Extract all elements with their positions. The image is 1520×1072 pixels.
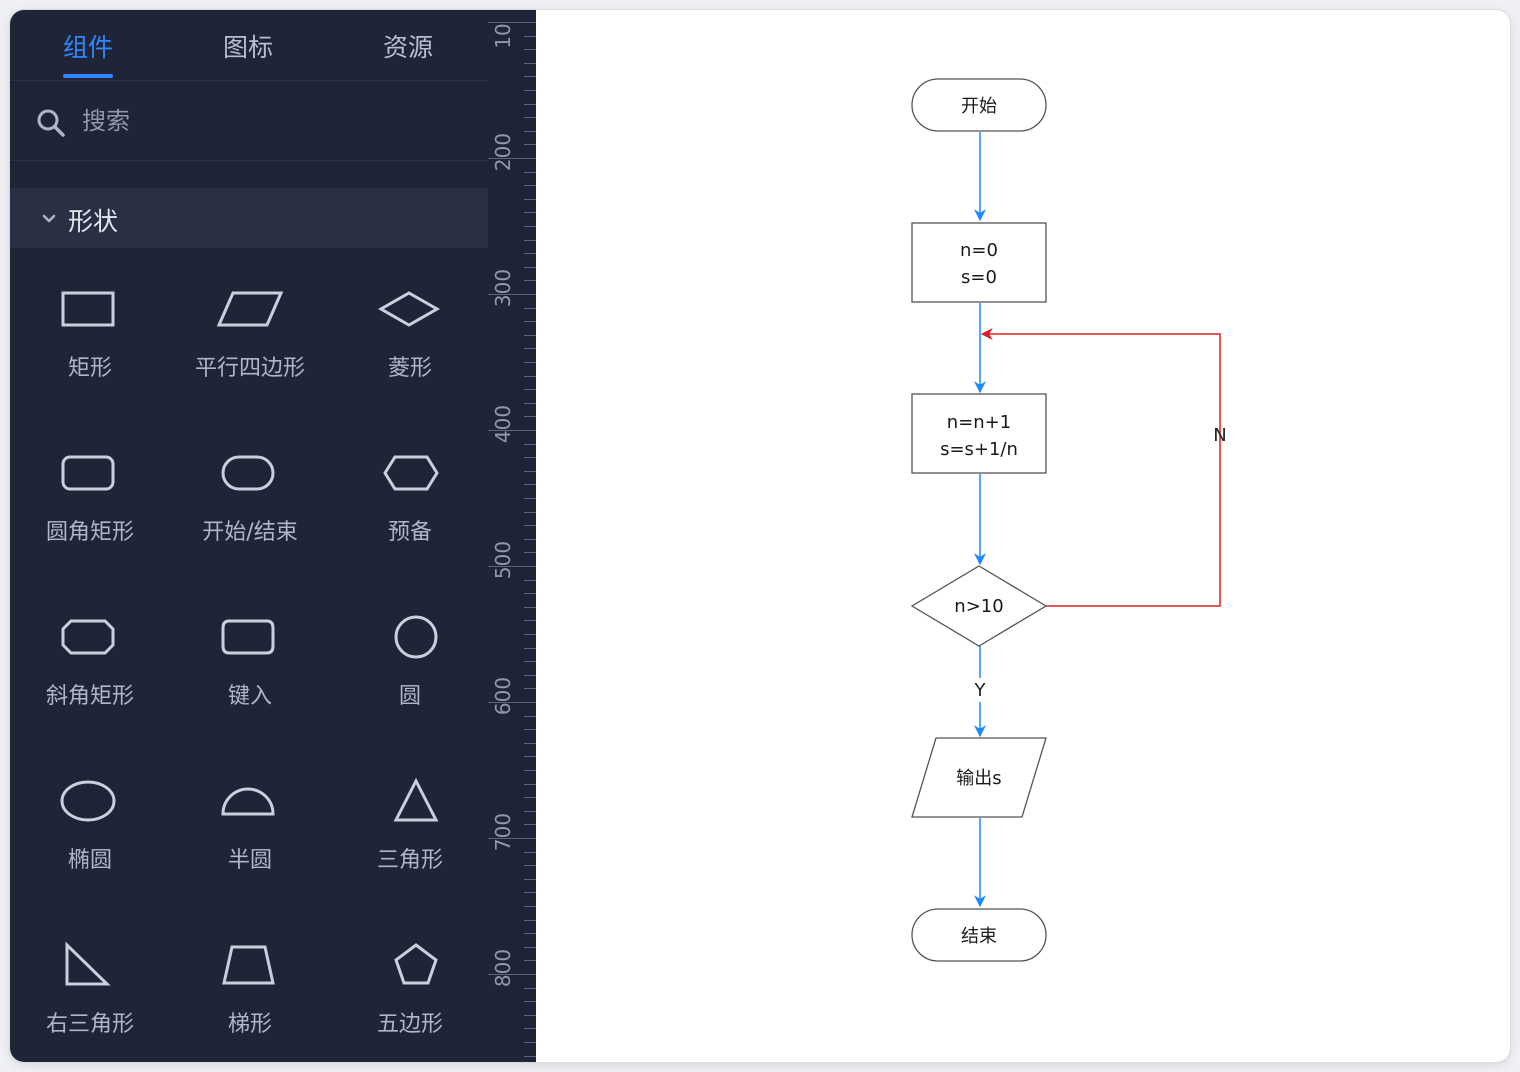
shape-rectangle[interactable]: 矩形	[10, 268, 170, 418]
parallelogram-icon	[216, 291, 284, 327]
node-end[interactable]	[911, 908, 1047, 962]
node-decision-text: n>10	[954, 596, 1003, 617]
terminator-icon	[221, 455, 275, 491]
node-output[interactable]	[911, 737, 1047, 818]
shape-label: 预备	[387, 520, 432, 545]
component-sidebar: 组件 图标 资源 形状 矩形	[10, 10, 488, 1062]
tab-icons[interactable]: 图标	[222, 33, 273, 62]
shape-manual-input[interactable]: 键入	[170, 596, 330, 746]
sidebar-tabs: 组件 图标 资源	[10, 10, 488, 81]
circle-icon	[394, 615, 438, 659]
shape-label: 椭圆	[67, 848, 112, 873]
section-title: 形状	[68, 207, 119, 236]
ellipse-icon	[60, 780, 116, 822]
node-decision[interactable]	[910, 565, 1048, 647]
shape-parallelogram[interactable]: 平行四边形	[170, 268, 330, 418]
ruler-ticks: 10 200 300 400 500 600 700 800	[488, 22, 536, 1057]
right-triangle-icon	[65, 941, 111, 986]
rounded-rectangle-icon	[61, 455, 115, 491]
shape-label: 右三角形	[45, 1012, 134, 1037]
flowchart: 开始 n=0 s=0 n=n+1 s=s+1/n n>10 Y N 输出s 结束	[910, 78, 1227, 962]
shape-rounded-rectangle[interactable]: 圆角矩形	[10, 432, 170, 582]
shape-label: 菱形	[387, 356, 432, 381]
diagram-canvas[interactable]: 开始 n=0 s=0 n=n+1 s=s+1/n n>10 Y N 输出s 结束	[536, 10, 1510, 1062]
shape-pentagon[interactable]: 五边形	[330, 924, 490, 1062]
no-label: N	[1213, 425, 1226, 446]
hexagon-icon	[383, 455, 439, 491]
yes-label: Y	[974, 680, 987, 701]
trapezoid-icon	[222, 945, 275, 985]
ruler-label: 500	[491, 541, 515, 579]
node-process-line2: s=s+1/n	[940, 439, 1018, 460]
shape-label: 半圆	[227, 848, 272, 873]
section-shapes-header[interactable]: 形状	[10, 188, 488, 248]
active-tab-indicator	[63, 74, 113, 78]
diamond-icon	[377, 291, 441, 327]
beveled-rectangle-icon	[61, 619, 115, 655]
search-input[interactable]	[80, 100, 464, 142]
shape-label: 斜角矩形	[45, 684, 134, 709]
shape-semicircle[interactable]: 半圆	[170, 760, 330, 910]
node-init[interactable]	[911, 222, 1047, 303]
node-process-line1: n=n+1	[947, 412, 1011, 433]
pentagon-icon	[394, 943, 438, 985]
rectangle-icon	[61, 291, 115, 327]
shape-label: 矩形	[67, 356, 112, 381]
vertical-ruler[interactable]: 10 200 300 400 500 600 700 800	[488, 10, 537, 1062]
shape-hexagon[interactable]: 预备	[330, 432, 490, 582]
shape-diamond[interactable]: 菱形	[330, 268, 490, 418]
node-init-line1: n=0	[960, 240, 998, 261]
shape-label: 三角形	[376, 848, 443, 873]
ruler-label: 800	[491, 949, 515, 987]
shape-label: 键入	[227, 684, 272, 709]
shape-ellipse[interactable]: 椭圆	[10, 760, 170, 910]
node-process[interactable]	[911, 393, 1047, 474]
shape-right-triangle[interactable]: 右三角形	[10, 924, 170, 1062]
ruler-label: 10	[491, 23, 515, 48]
node-init-line2: s=0	[961, 267, 997, 288]
shape-label: 平行四边形	[194, 356, 305, 381]
shape-terminator[interactable]: 开始/结束	[170, 432, 330, 582]
manual-input-icon	[221, 619, 275, 655]
ruler-label: 600	[491, 677, 515, 715]
semicircle-icon	[221, 787, 275, 816]
search-bar	[10, 80, 488, 161]
ruler-label: 700	[491, 813, 515, 851]
node-start[interactable]	[911, 78, 1047, 132]
shape-label: 圆角矩形	[45, 520, 134, 545]
search-icon[interactable]	[36, 108, 66, 138]
connector-loop-back[interactable]	[980, 328, 1221, 607]
ruler-label: 300	[491, 269, 515, 307]
node-output-text: 输出s	[956, 768, 1001, 789]
shape-circle[interactable]: 圆	[330, 596, 490, 746]
shape-label: 梯形	[227, 1012, 272, 1037]
node-start-text: 开始	[961, 96, 997, 117]
tab-components[interactable]: 组件	[62, 33, 113, 62]
tab-resources[interactable]: 资源	[382, 33, 433, 62]
chevron-down-icon	[42, 214, 56, 223]
shape-trapezoid[interactable]: 梯形	[170, 924, 330, 1062]
app-window: 组件 图标 资源 形状 矩形	[10, 10, 1510, 1062]
shape-label: 五边形	[376, 1012, 443, 1037]
shape-triangle[interactable]: 三角形	[330, 760, 490, 910]
shape-label: 圆	[398, 684, 421, 709]
node-end-text: 结束	[961, 926, 997, 947]
shape-label: 开始/结束	[202, 520, 298, 545]
triangle-icon	[393, 777, 439, 822]
ruler-label: 200	[491, 133, 515, 171]
shape-beveled-rectangle[interactable]: 斜角矩形	[10, 596, 170, 746]
ruler-label: 400	[491, 405, 515, 443]
